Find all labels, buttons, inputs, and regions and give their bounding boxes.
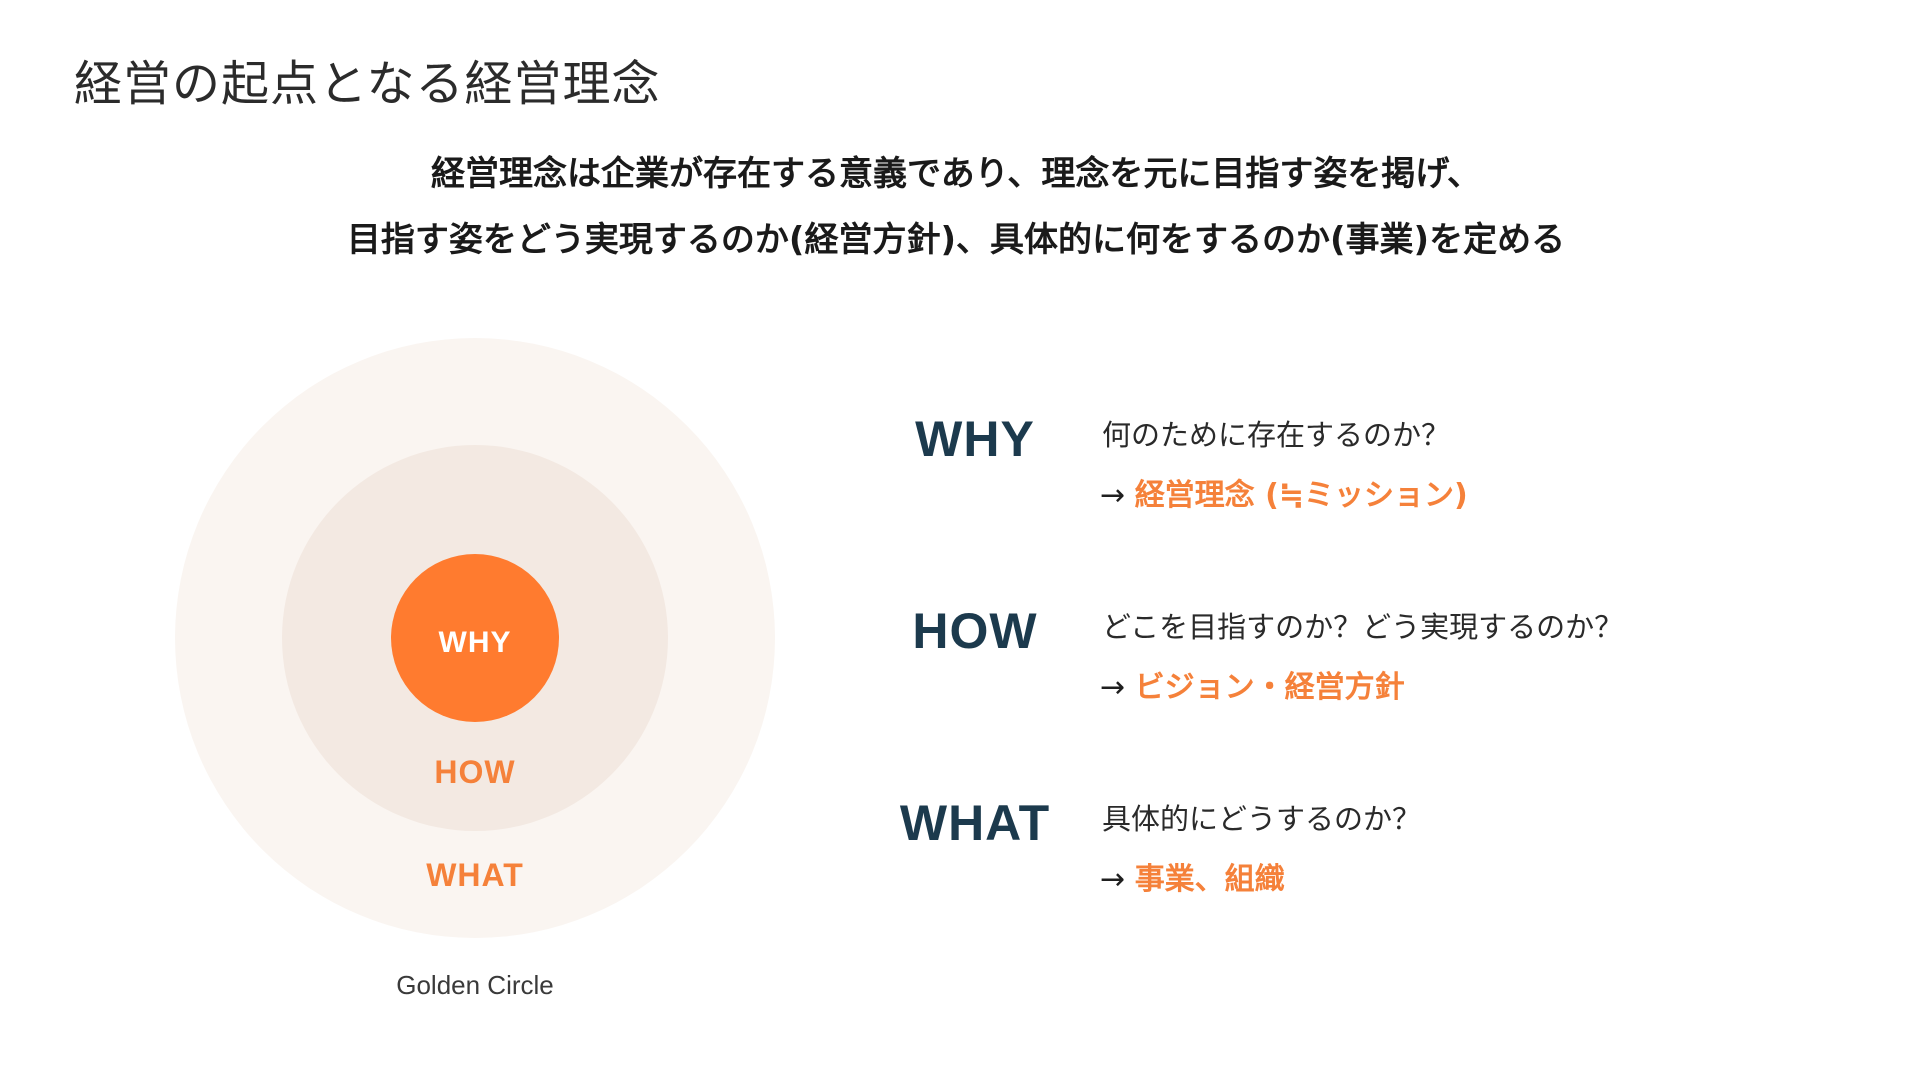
lead-line-1: 経営理念は企業が存在する意義であり、理念を元に目指す姿を掲げ、 [431,154,1481,194]
golden-circle-what-label: WHAT [426,857,524,893]
page-title: 経営の起点となる経営理念 [74,56,661,112]
row-why-answer-text: 経営理念 (≒ミッション) [1134,478,1468,513]
row-why-question: 何のために存在するのか？ [1102,418,1451,452]
arrow-icon: → [1100,862,1126,897]
row-why-keyword: WHY [915,411,1035,467]
row-how-keyword: HOW [912,603,1038,659]
row-what-answer: → 事業、組織 [1100,854,1285,898]
row-how-answer-text: ビジョン・経営方針 [1134,670,1405,705]
arrow-icon: → [1100,670,1126,705]
golden-circle-why-label: WHY [438,626,512,659]
row-why-answer: → 経営理念 (≒ミッション) [1100,470,1468,514]
arrow-icon: → [1100,478,1126,513]
row-what-question: 具体的にどうするのか？ [1102,802,1422,836]
golden-circle-inner: WHY [391,554,559,722]
golden-circle-how-label: HOW [434,754,516,790]
row-how-question: どこを目指すのか？どう実現するのか？ [1102,610,1624,644]
lead-line-2: 目指す姿をどう実現するのか(経営方針)、具体的に何をするのか(事業)を定める [346,220,1566,260]
row-what-answer-text: 事業、組織 [1134,862,1285,897]
row-what-keyword: WHAT [899,795,1051,851]
row-how-answer: → ビジョン・経営方針 [1100,662,1405,706]
golden-circle-caption: Golden Circle [396,970,554,1000]
